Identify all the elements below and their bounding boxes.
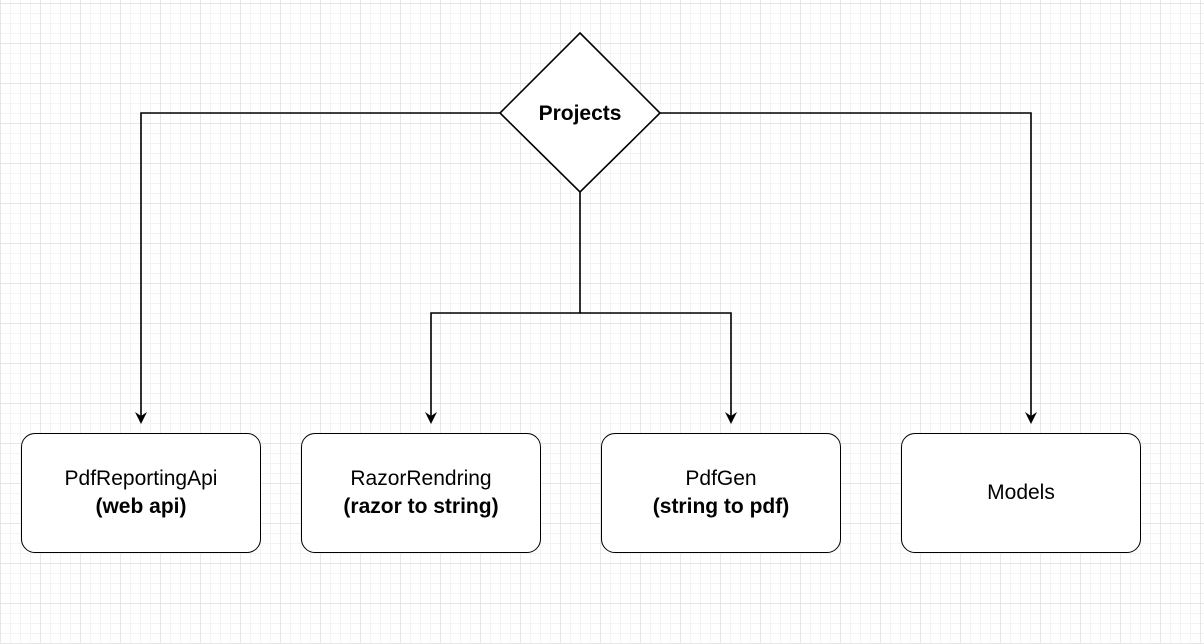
edge-projects-to-models [660, 112, 1037, 424]
projects-label: Projects [538, 102, 622, 125]
edge-projects-to-razorrendring [425, 192, 581, 424]
node-subtitle: (razor to string) [343, 495, 499, 518]
node-pdfgen[interactable]: PdfGen (string to pdf) [601, 433, 841, 553]
node-title: PdfReportingApi [64, 467, 218, 490]
node-models[interactable]: Models [901, 433, 1141, 553]
node-pdfreportingapi[interactable]: PdfReportingApi (web api) [21, 433, 261, 553]
node-razorrendring[interactable]: RazorRendring (razor to string) [301, 433, 541, 553]
node-subtitle: (web api) [95, 495, 187, 518]
edge-projects-to-pdfreportingapi [135, 112, 500, 424]
node-title: RazorRendring [350, 467, 492, 490]
node-title: PdfGen [685, 467, 757, 490]
node-subtitle: (string to pdf) [652, 495, 790, 518]
node-title: Models [987, 481, 1055, 504]
projects-diamond[interactable] [498, 31, 662, 194]
edge-projects-to-pdfgen [580, 312, 737, 424]
